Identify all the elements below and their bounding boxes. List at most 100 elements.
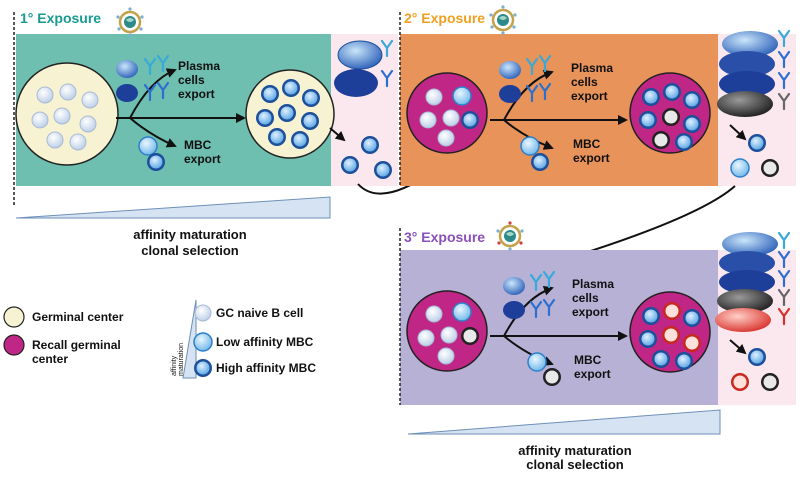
mbc-export-arrow (503, 335, 554, 366)
naive-cell-icon (442, 109, 460, 127)
low-affinity-cell-icon (730, 158, 750, 178)
high-affinity-cell-icon (261, 85, 279, 103)
plasma-cell-icon (499, 85, 521, 103)
high-affinity-cell-icon (461, 327, 479, 345)
mbc-export-arrow (503, 119, 554, 150)
low-affinity-cell-icon (520, 136, 540, 156)
export-arrow (329, 127, 346, 142)
legend-high-affinity-icon (194, 359, 212, 377)
high-affinity-cell-icon (675, 133, 693, 151)
high-affinity-cell-icon (639, 330, 657, 348)
high-affinity-cell-icon (748, 134, 766, 152)
high-affinity-cell-icon (731, 373, 749, 391)
naive-cell-icon (36, 86, 54, 104)
plasma-label-line1: Plasma (178, 59, 220, 73)
plasma-export-arrow (503, 69, 554, 121)
low-affinity-cell-icon (527, 352, 547, 372)
legend-naive-cell-icon (194, 304, 212, 322)
exported-plasma-cell-icon (719, 51, 775, 77)
high-affinity-cell-icon (282, 79, 300, 97)
naive-cell-icon (59, 83, 77, 101)
legend-germinal-center-swatch (3, 306, 25, 328)
high-affinity-cell-icon (302, 89, 320, 107)
legend-gc-naive-label: GC naive B cell (216, 306, 303, 320)
naive-cell-icon (425, 305, 443, 323)
plasma-label-line3: export (178, 87, 215, 101)
high-affinity-cell-icon (662, 108, 680, 126)
mbc-label-line1: MBC (573, 137, 601, 151)
high-affinity-cell-icon (663, 83, 681, 101)
affinity-maturation-label: affinity maturation (133, 227, 246, 242)
naive-cell-icon (437, 129, 455, 147)
high-affinity-cell-icon (761, 373, 779, 391)
mbc-label-line2: export (574, 367, 611, 381)
low-affinity-cell-icon (138, 136, 158, 156)
secondary-exposure-panel: 2° Exposure Plasma cells export MBC expo… (399, 4, 796, 186)
primary-exposure-title: 1° Exposure (20, 10, 101, 26)
legend-recall-label-line2: center (32, 352, 68, 366)
legend-recall-label-line1: Recall germinal (32, 338, 121, 352)
affinity-wedge-tertiary (407, 409, 721, 435)
naive-cell-icon (31, 111, 49, 129)
legend-high-affinity-label: High affinity MBC (216, 361, 316, 375)
naive-cell-icon (417, 329, 435, 347)
high-affinity-cell-icon (642, 307, 660, 325)
high-affinity-cell-icon (652, 350, 670, 368)
legend-recall-center-swatch (3, 334, 25, 356)
mbc-label-line1: MBC (184, 138, 212, 152)
primary-exposure-panel: 1° Exposure Plasma cells export MBC expo… (13, 6, 398, 205)
legend: Germinal center Recall germinal center a… (3, 299, 316, 379)
plasma-cell-icon (116, 60, 138, 78)
virus-icon (495, 220, 525, 252)
exported-plasma-cell-icon (719, 251, 775, 275)
legend-wedge-label-line2: maturation (178, 343, 185, 376)
high-affinity-cell-icon (374, 161, 392, 179)
mbc-label-line2: export (184, 152, 221, 166)
naive-cell-icon (81, 91, 99, 109)
naive-cell-icon (69, 133, 87, 151)
virus-icon (115, 6, 145, 38)
affinity-maturation-label: affinity maturation (518, 443, 631, 458)
high-affinity-cell-icon (341, 156, 359, 174)
plasma-cell-icon (503, 277, 525, 295)
plasma-label-line2: cells (178, 73, 205, 87)
high-affinity-cell-icon (748, 348, 766, 366)
high-affinity-cell-icon (683, 115, 701, 133)
exported-plasma-cell-icon (334, 69, 378, 97)
mbc-label-line2: export (573, 151, 610, 165)
antibody-icon (777, 231, 791, 250)
high-affinity-cell-icon (278, 104, 296, 122)
exported-plasma-cell-icon (719, 270, 775, 294)
plasma-label-line1: Plasma (572, 277, 614, 291)
high-affinity-cell-icon (663, 302, 681, 320)
exported-plasma-cell-icon (722, 31, 778, 57)
clonal-selection-label: clonal selection (141, 243, 239, 258)
export-arrow (729, 124, 747, 141)
secondary-exposure-title: 2° Exposure (404, 10, 485, 26)
exported-plasma-cell-icon (722, 232, 778, 256)
exported-plasma-cell-icon (717, 91, 773, 117)
high-affinity-cell-icon (642, 88, 660, 106)
high-affinity-cell-icon (256, 109, 274, 127)
high-affinity-cell-icon (683, 334, 701, 352)
plasma-cell-icon (499, 61, 521, 79)
tertiary-exposure-panel: 3° Exposure Plasma cells export MBC expo… (399, 220, 796, 405)
plasma-cell-icon (503, 301, 525, 319)
high-affinity-cell-icon (291, 131, 309, 149)
high-affinity-cell-icon (683, 91, 701, 109)
plasma-export-arrow (129, 68, 177, 119)
plasma-label-line1: Plasma (571, 61, 613, 75)
tertiary-exposure-title: 3° Exposure (404, 229, 485, 245)
high-affinity-cell-icon (761, 159, 779, 177)
high-affinity-cell-icon (301, 112, 319, 130)
affinity-wedge-primary (15, 196, 331, 219)
legend-wedge-label-line1: affinity (171, 355, 178, 376)
low-affinity-cell-icon (452, 302, 472, 322)
mbc-label-line1: MBC (574, 353, 602, 367)
high-affinity-cell-icon (639, 111, 657, 129)
exported-plasma-cell-icon (337, 40, 383, 70)
high-affinity-cell-icon (147, 153, 165, 171)
legend-low-affinity-icon (193, 332, 213, 352)
plasma-label-line3: export (572, 305, 609, 319)
